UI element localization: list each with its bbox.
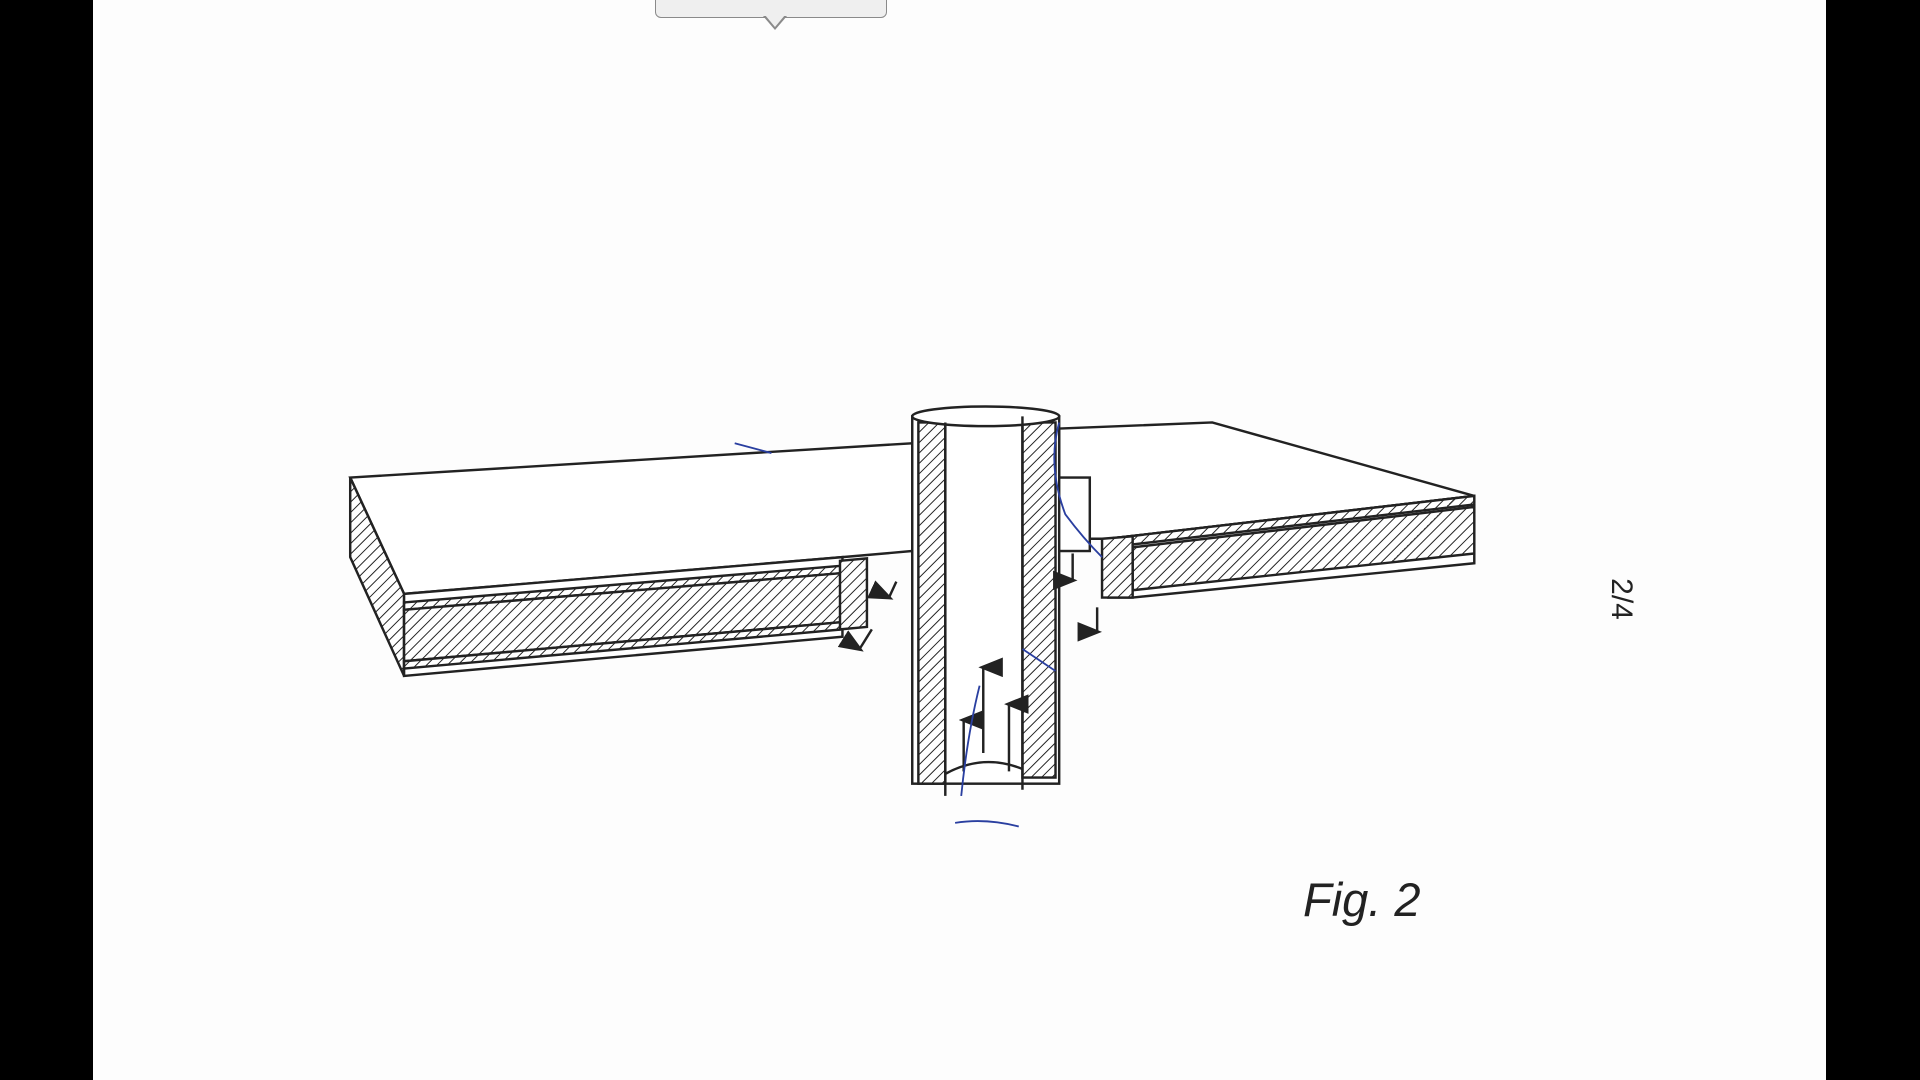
airflow-arrow: [837, 628, 873, 652]
fan-unit: [1054, 476, 1092, 553]
pen-annotations: [734, 422, 1103, 828]
figure-label: Fig. 2: [1303, 873, 1421, 926]
sheet-number: 2/4: [1604, 578, 1638, 620]
airflow-arrow: [867, 580, 898, 600]
